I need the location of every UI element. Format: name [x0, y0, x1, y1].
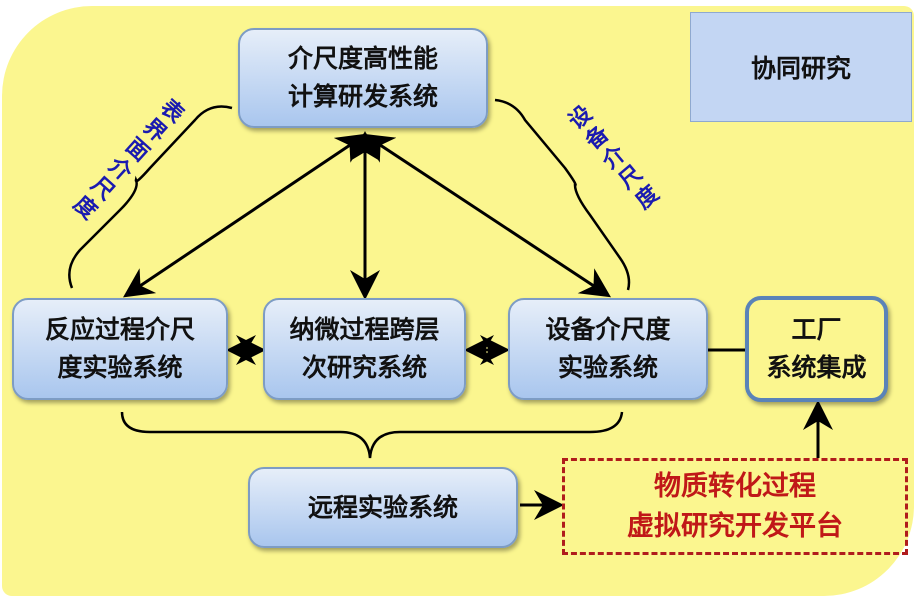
- node-equipment-system: 设备介尺度 实验系统: [508, 298, 708, 400]
- node-reaction-system: 反应过程介尺 度实验系统: [12, 298, 228, 400]
- arrow-compute-reaction: [123, 133, 367, 298]
- node-factory-integration: 工厂 系统集成: [745, 296, 888, 402]
- virtual-platform: 物质转化过程 虚拟研究开发平台: [562, 458, 908, 555]
- node-compute-system: 介尺度高性能 计算研发系统: [238, 28, 488, 128]
- node-nano-system: 纳微过程跨层 次研究系统: [263, 298, 466, 400]
- bottom-brace: [120, 411, 624, 459]
- node-remote-system: 远程实验系统: [248, 467, 518, 548]
- collaborative-research-label: 协同研究: [690, 12, 912, 122]
- left-brace: [68, 105, 233, 289]
- right-brace: [494, 98, 631, 291]
- arrow-compute-equipment: [362, 133, 612, 298]
